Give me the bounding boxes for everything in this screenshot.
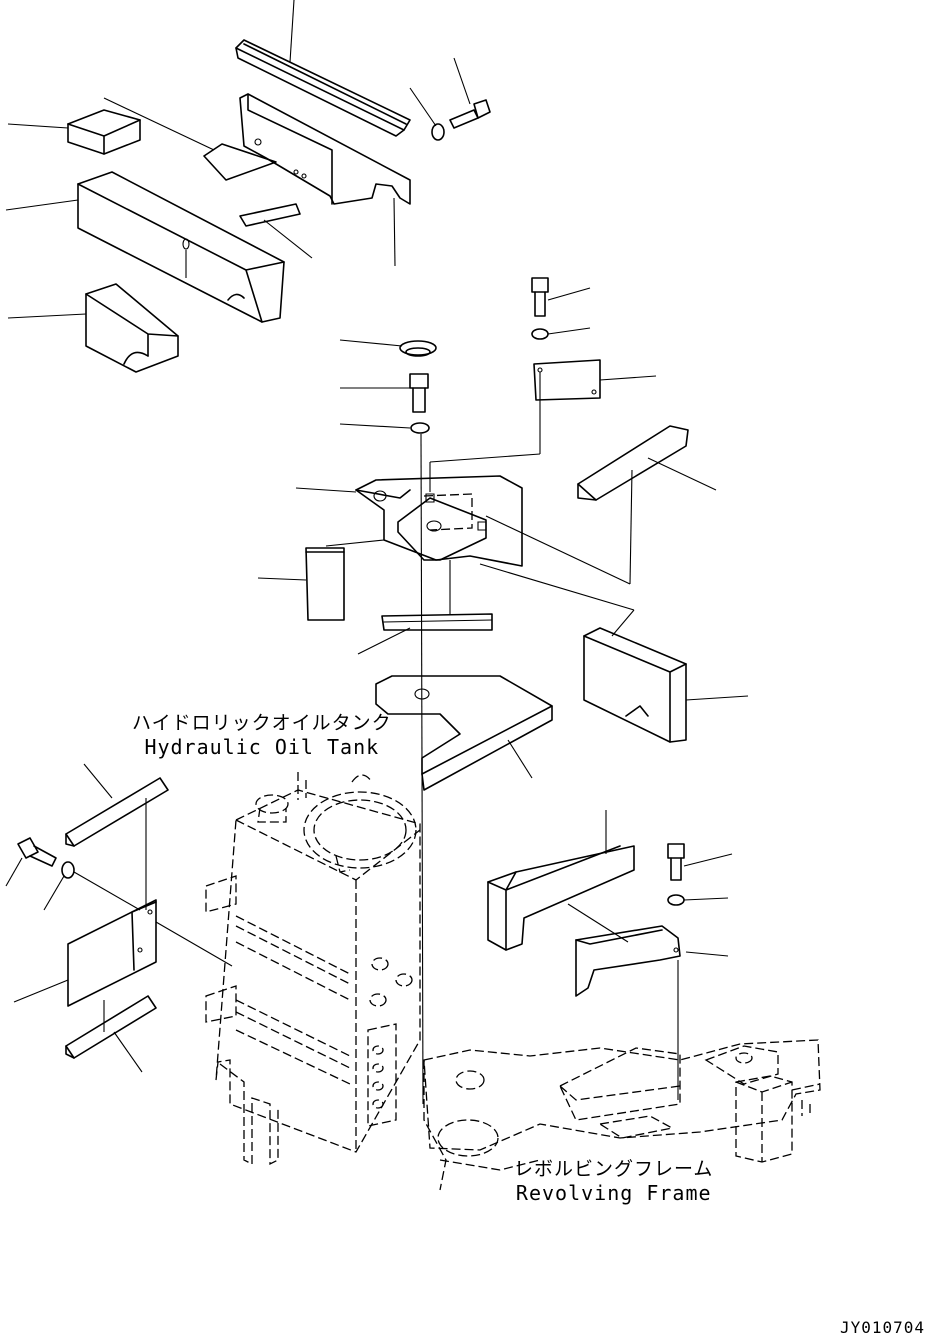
bolt-right-lower: [668, 844, 732, 880]
angled-strip: [486, 426, 716, 584]
hydraulic-oil-tank-label-jp: ハイドロリックオイルタンク: [132, 712, 392, 734]
flat-strip: [358, 560, 492, 654]
right-lower-parts: [488, 810, 732, 1100]
bolt-left: [6, 838, 56, 886]
seal-strip-left-lower: [66, 996, 156, 1072]
washer-left: [44, 862, 140, 910]
washer-middle: [340, 423, 429, 433]
bracket-plate-large: [376, 676, 552, 790]
middle-assembly: [258, 278, 748, 1104]
revolving-frame-label-en: Revolving Frame: [515, 1181, 712, 1205]
drawing-id: JY010704: [839, 1318, 925, 1337]
bolt-middle: [340, 374, 428, 412]
bolt-right-middle: [532, 278, 590, 316]
revolving-frame-label-jp: レボルビングフレーム: [514, 1158, 714, 1180]
small-strip: [240, 204, 312, 258]
hydraulic-oil-tank: [206, 772, 420, 1164]
foam-pad-large: [480, 564, 748, 742]
top-cover-assembly: [6, 0, 490, 372]
l-foam-block: [488, 810, 634, 950]
washer-right-middle: [532, 328, 590, 339]
cap-grommet: [340, 340, 436, 356]
foam-block-end: [8, 284, 178, 372]
washer-right-lower: [668, 895, 728, 905]
hydraulic-oil-tank-label-en: Hydraulic Oil Tank: [144, 735, 380, 759]
left-side-parts: [6, 764, 232, 1072]
revolving-frame-label: レボルビングフレーム Revolving Frame: [514, 1154, 713, 1205]
cover-plate-small: [430, 360, 656, 492]
washer-top: [410, 88, 444, 140]
revolving-frame: [424, 1040, 820, 1190]
bracket-box: [296, 476, 522, 566]
seal-strip-left-upper: [66, 764, 168, 910]
side-plate: [14, 900, 232, 1006]
pad-small: [8, 110, 140, 154]
hydraulic-oil-tank-label: ハイドロリックオイルタンク Hydraulic Oil Tank: [132, 708, 392, 759]
pad-upright: [258, 540, 384, 620]
triangle-tab: [104, 98, 276, 180]
seal-strip-top: [236, 0, 410, 136]
foam-block-long: [6, 172, 284, 322]
bolt-top: [450, 58, 490, 128]
z-bracket: [576, 926, 728, 1100]
